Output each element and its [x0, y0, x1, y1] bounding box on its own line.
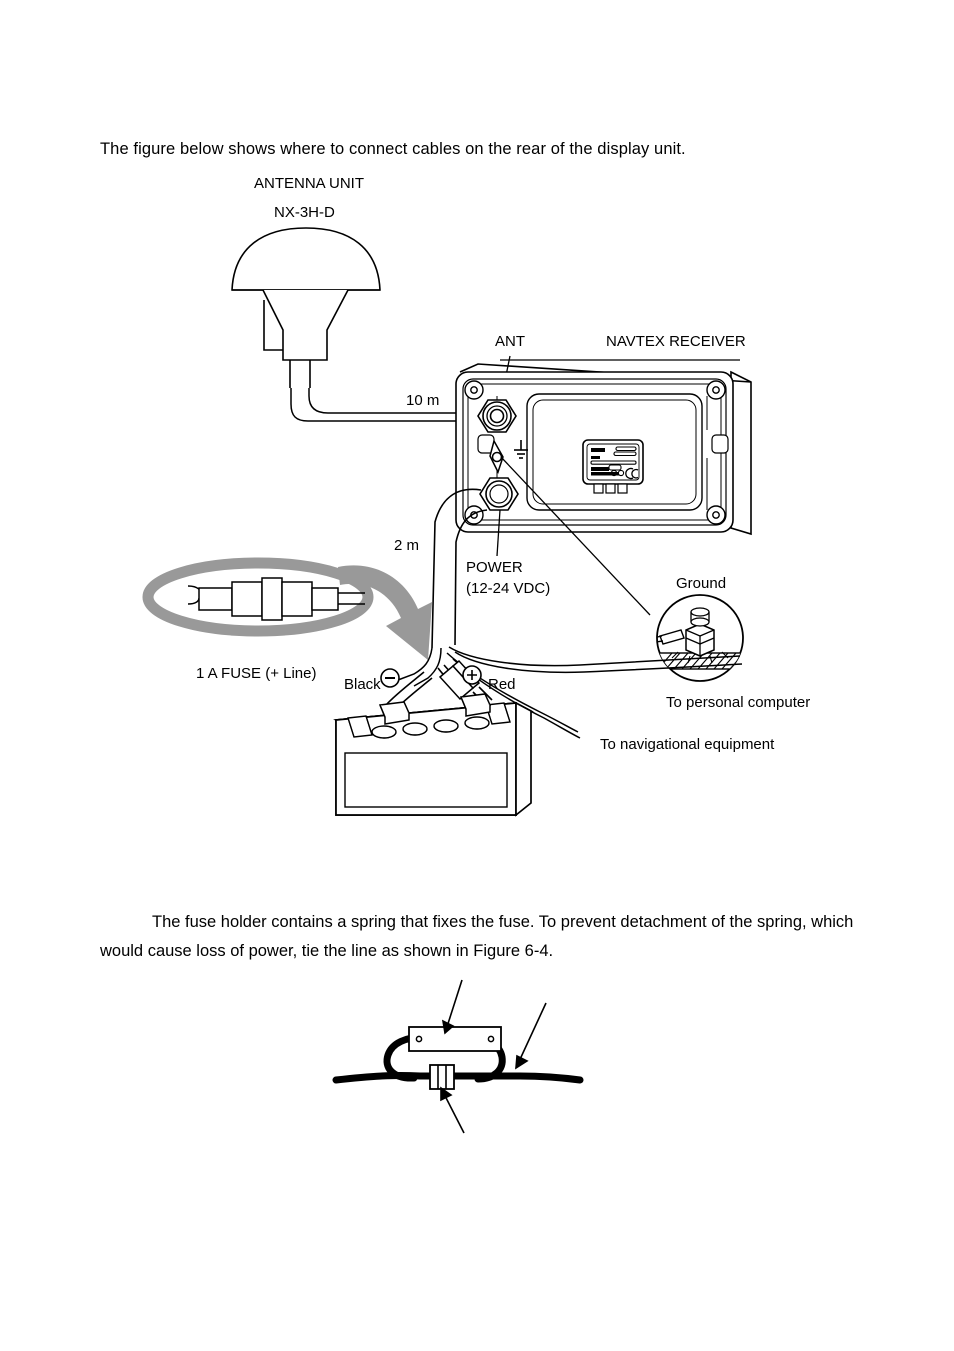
battery-red-label: Red [488, 676, 516, 693]
ground-detail-label: Ground [676, 575, 726, 592]
power-connector [479, 477, 519, 511]
antenna-unit-graphic [231, 227, 381, 388]
power-cable [431, 488, 488, 649]
to-personal-computer-label: To personal computer [666, 694, 810, 711]
battery-black-label: Black [344, 676, 381, 693]
battery-positive-symbol [462, 665, 482, 685]
callout-pointer-arrow [338, 565, 432, 660]
antenna-unit-label: ANTENNA UNIT [254, 175, 364, 192]
to-navigational-equipment-label: To navigational equipment [600, 736, 775, 753]
ground-leader-line [500, 456, 651, 616]
fuse-callout-label: 1 A FUSE (+ Line) [196, 665, 316, 682]
ground-screw [489, 439, 504, 474]
earth-symbol-icon [514, 440, 528, 459]
chassis-screws [464, 380, 726, 525]
ant-connector-label: ANT [495, 333, 525, 350]
power-leader-line [496, 509, 501, 557]
ant-connector [477, 399, 517, 433]
battery-graphic [333, 693, 534, 817]
power-label-line2: (12-24 VDC) [466, 580, 550, 597]
battery-negative-symbol [380, 668, 400, 688]
intro-paragraph: The figure below shows where to connect … [100, 140, 686, 158]
annotation-arrow-cable [515, 1002, 547, 1070]
antenna-cable-length-label: 10 m [406, 392, 439, 409]
cable-tie-band [429, 1064, 455, 1090]
connection-diagram-figure: ANTENNA UNIT NX-3H-D 10 m [0, 160, 954, 840]
power-label-line1: POWER [466, 559, 523, 576]
fuse-callout [142, 557, 374, 637]
antenna-cable [290, 388, 480, 422]
main-cable [332, 1071, 584, 1084]
antenna-model-label: NX-3H-D [274, 204, 335, 221]
receiver-label-plate [582, 439, 644, 494]
fuse-holder-body [408, 1026, 502, 1052]
power-cable-length-label: 2 m [394, 537, 419, 554]
navtex-receiver-label: NAVTEX RECEIVER [606, 333, 746, 350]
fuse-holder-paragraph: The fuse holder contains a spring that f… [100, 913, 854, 960]
annotation-arrow-fuse-holder [441, 979, 463, 1035]
annotation-arrow-tie [440, 1086, 465, 1134]
fuse-tie-figure [0, 975, 954, 1155]
